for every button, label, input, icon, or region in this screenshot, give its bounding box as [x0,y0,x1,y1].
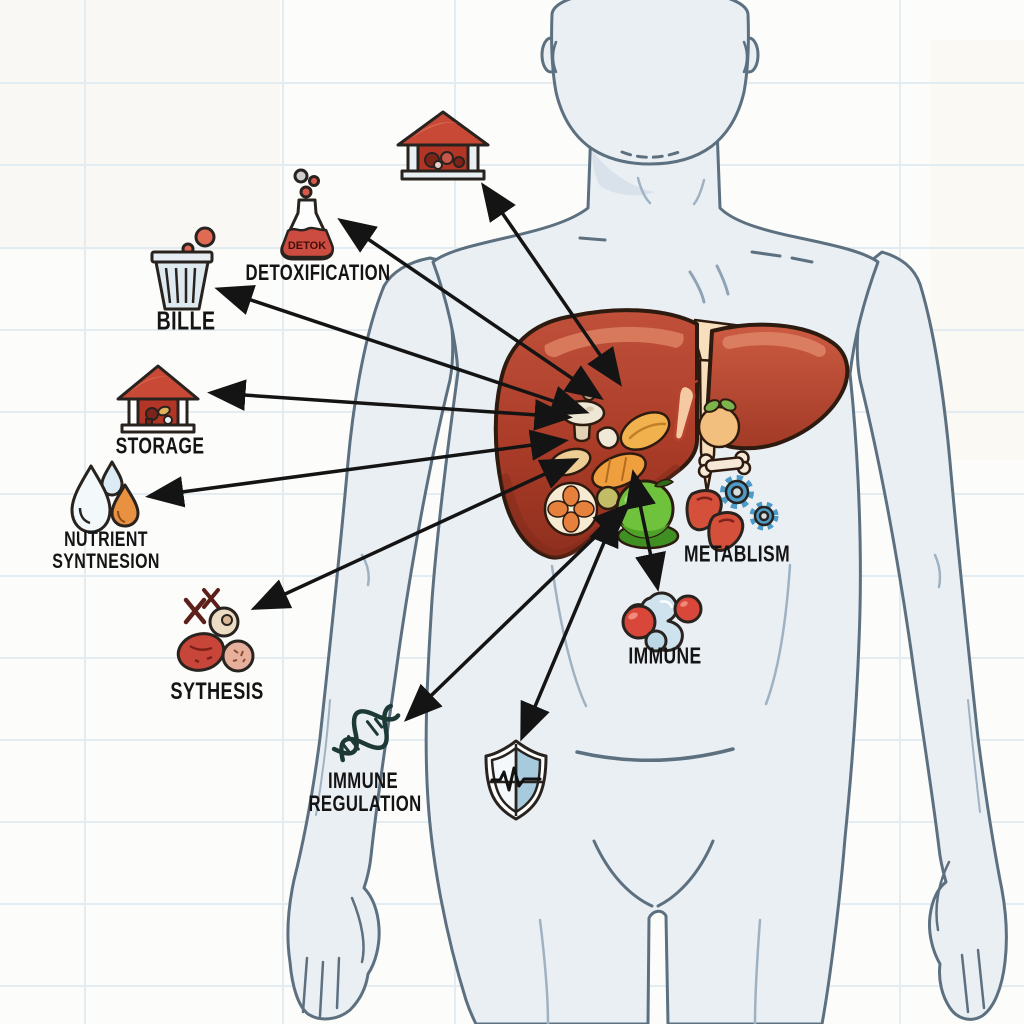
gear-icon-2 [749,501,779,531]
bile-trash-bin-icon [150,226,216,311]
flask-label: DETOK [288,240,326,252]
arrow-shield [520,507,619,742]
label-immune: IMMUNE [628,642,702,669]
synthesis-cells-icon [176,588,255,673]
immune-molecule-icon [621,591,703,653]
carrot-icon [673,376,698,441]
label-detoxification: DETOXIFICATION [245,260,391,285]
label-metabolism: METABLISM [683,540,791,567]
label-nutrient-line1: NUTRIENT [64,528,148,551]
label-bile: BILLE [156,305,216,336]
label-synthesis: SYTHESIS [170,678,264,705]
arrow-immune [625,469,666,592]
label-immune-regulation-line2: REGULATION [308,791,422,816]
storage-house-2-icon [116,364,200,434]
label-nutrient-line2: SYNTNESION [52,550,160,573]
dna-helix-icon [331,703,401,763]
storage-house-icon [396,110,490,181]
arrows [145,182,666,742]
cashew-icon [619,411,671,451]
health-shield-icon [484,739,548,821]
bone-icon [697,450,752,479]
arrow-storage [207,379,573,431]
citrus-slice-icon [543,481,599,537]
metabolism-liver-gears-icon [685,475,779,552]
right-arm [855,250,1008,1021]
head [550,0,750,166]
gear-icon [720,475,754,509]
label-storage: STORAGE [115,432,205,459]
label-immune-regulation-line1: IMMUNE [327,768,399,793]
detox-flask-icon: DETOK [280,168,334,261]
apple-icon [697,398,741,449]
nutrient-drops-icon [70,460,140,534]
garlic-icon [596,426,620,450]
